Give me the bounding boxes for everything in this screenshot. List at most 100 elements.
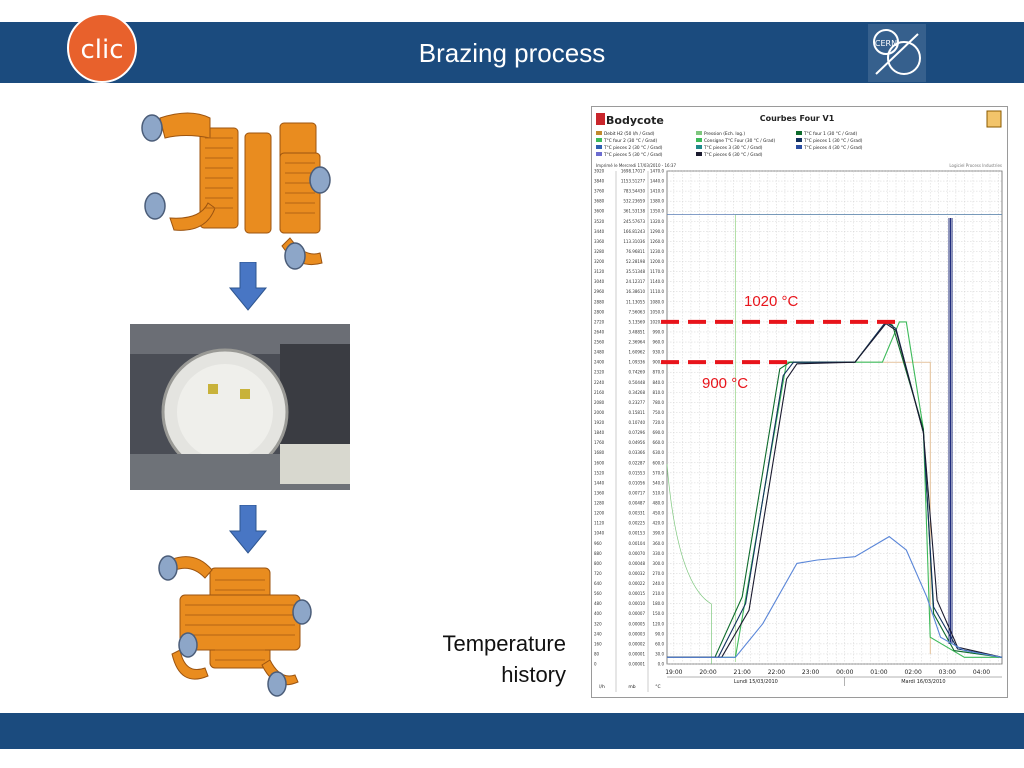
y-tick-temp: 30.0 [655, 651, 664, 656]
slide-title: Brazing process [418, 38, 606, 68]
down-arrow-icon-2 [228, 505, 268, 554]
legend-swatch [796, 138, 802, 142]
printed-note: Imprimé le Mercredi 17/03/2010 - 16:37 [596, 163, 676, 168]
y-tick-pressure: 0.23277 [628, 400, 645, 405]
legend-swatch [796, 131, 802, 135]
down-arrow-icon [228, 262, 268, 311]
x-tick: 22:00 [768, 669, 785, 676]
y-tick-flow: 3760 [594, 189, 605, 194]
y-tick-pressure: 11.13055 [626, 299, 646, 304]
y-tick-flow: 400 [594, 611, 602, 616]
y-tick-flow: 240 [594, 631, 602, 636]
y-tick-temp: 930.0 [653, 350, 665, 355]
y-tick-flow: 720 [594, 571, 602, 576]
plot-area [666, 170, 1003, 665]
y-tick-flow: 320 [594, 621, 602, 626]
disassembled-structure-image [141, 112, 331, 270]
y-tick-temp: 60.0 [655, 641, 664, 646]
legend-item: T°C pieces 2 (30 °C / Grad) [603, 145, 663, 151]
y-tick-flow: 2160 [594, 390, 605, 395]
y-tick-flow: 2960 [594, 289, 605, 294]
y-tick-flow: 1840 [594, 430, 605, 435]
y-tick-pressure: 0.00005 [628, 621, 645, 626]
y-tick-pressure: 166.81243 [623, 229, 645, 234]
y-tick-pressure: 0.02287 [628, 460, 645, 465]
y-tick-pressure: 35.51348 [626, 269, 646, 274]
y-tick-flow: 3600 [594, 209, 605, 214]
y-tick-flow: 160 [594, 641, 602, 646]
y-tick-pressure: 0.03366 [628, 450, 645, 455]
y-tick-pressure: 1.60962 [628, 350, 645, 355]
clic-logo-text: clic [80, 35, 123, 65]
y-tick-pressure: 1.09336 [628, 360, 645, 365]
y-tick-pressure: 1698.17017 [621, 169, 646, 174]
legend-item: T°C pieces 5 (30 °C / Grad) [603, 152, 663, 158]
caption-line2: history [501, 662, 566, 687]
y-tick-temp: 510.0 [653, 490, 665, 495]
legend-item: T°C four 1 (30 °C / Grad) [803, 131, 858, 137]
legend-item: Debit H2 (50 l/h / Grad) [604, 131, 655, 137]
y-tick-pressure: 0.00104 [628, 541, 645, 546]
y-tick-temp: 810.0 [653, 390, 665, 395]
y-tick-flow: 3520 [594, 219, 605, 224]
legend-swatch [596, 152, 602, 156]
y-tick-flow: 480 [594, 601, 602, 606]
legend-swatch [596, 131, 602, 135]
legend-item: T°C pieces 6 (30 °C / Grad) [703, 152, 763, 158]
y-tick-pressure: 0.00225 [628, 521, 645, 526]
y-tick-flow: 1040 [594, 531, 605, 536]
y-tick-temp: 840.0 [653, 380, 665, 385]
y-tick-pressure: 0.00032 [628, 571, 645, 576]
y-tick-flow: 1760 [594, 440, 605, 445]
y-tick-pressure: 16.38610 [626, 289, 646, 294]
y-tick-pressure: 0.00003 [628, 631, 645, 636]
y-tick-pressure: 0.00717 [628, 490, 645, 495]
legend-item: T°C pieces 1 (30 °C / Grad) [803, 138, 863, 144]
y-tick-pressure: 0.01056 [628, 480, 645, 485]
y-tick-pressure: 5.13569 [628, 319, 645, 324]
y-tick-pressure: 0.50448 [628, 380, 645, 385]
y-tick-flow: 2800 [594, 309, 605, 314]
y-tick-temp: 90.0 [655, 631, 664, 636]
caption-line1: Temperature [442, 631, 566, 656]
bodycote-brand: Bodycote [606, 114, 664, 127]
y-tick-temp: 120.0 [653, 621, 665, 626]
y-tick-temp: 1230.0 [650, 249, 664, 254]
y-tick-temp: 900.0 [653, 360, 665, 365]
y-tick-flow: 960 [594, 541, 602, 546]
y-tick-pressure: 3.48851 [628, 329, 645, 334]
y-tick-flow: 1520 [594, 470, 605, 475]
chart-svg: Bodycote Courbes Four V1 Debit H2 (50 l/… [594, 110, 1003, 692]
y-tick-pressure: 0.07296 [628, 430, 645, 435]
y-tick-flow: 1680 [594, 450, 605, 455]
y-tick-flow: 1600 [594, 460, 605, 465]
y-tick-pressure: 24.12317 [626, 279, 646, 284]
y-tick-temp: 780.0 [653, 400, 665, 405]
y-tick-temp: 1260.0 [650, 239, 664, 244]
y-tick-pressure: 0.00007 [628, 611, 645, 616]
y-tick-temp: 1470.0 [650, 169, 664, 174]
y-tick-pressure: 113.31036 [623, 239, 645, 244]
y-tick-pressure: 0.15811 [628, 410, 645, 415]
y-tick-pressure: 0.00002 [628, 641, 645, 646]
y-tick-flow: 1360 [594, 490, 605, 495]
chart-header: Courbes Four V1 [760, 114, 835, 123]
legend-item: Pression (Ech. log.) [704, 131, 745, 137]
y-tick-temp: 990.0 [653, 329, 665, 334]
assembled-structure-image [158, 555, 312, 697]
y-tick-temp: 180.0 [653, 601, 665, 606]
x-tick: 02:00 [904, 669, 921, 676]
y-tick-pressure: 0.00001 [628, 651, 645, 656]
y-tick-flow: 3920 [594, 169, 605, 174]
y-tick-flow: 2400 [594, 360, 605, 365]
y-tick-temp: 630.0 [653, 450, 665, 455]
legend-swatch [696, 138, 702, 142]
y-tick-pressure: 0.00331 [628, 511, 645, 516]
y-tick-flow: 2640 [594, 329, 605, 334]
cern-logo-text: CERN [875, 39, 897, 48]
legend-item: Consigne T°C Four (30 °C / Grad) [704, 138, 775, 144]
legend-item: T°C pieces 3 (30 °C / Grad) [703, 145, 763, 151]
y-tick-pressure: 0.00153 [628, 531, 645, 536]
y-tick-temp: 690.0 [653, 430, 665, 435]
y-tick-pressure: 0.00487 [628, 501, 645, 506]
